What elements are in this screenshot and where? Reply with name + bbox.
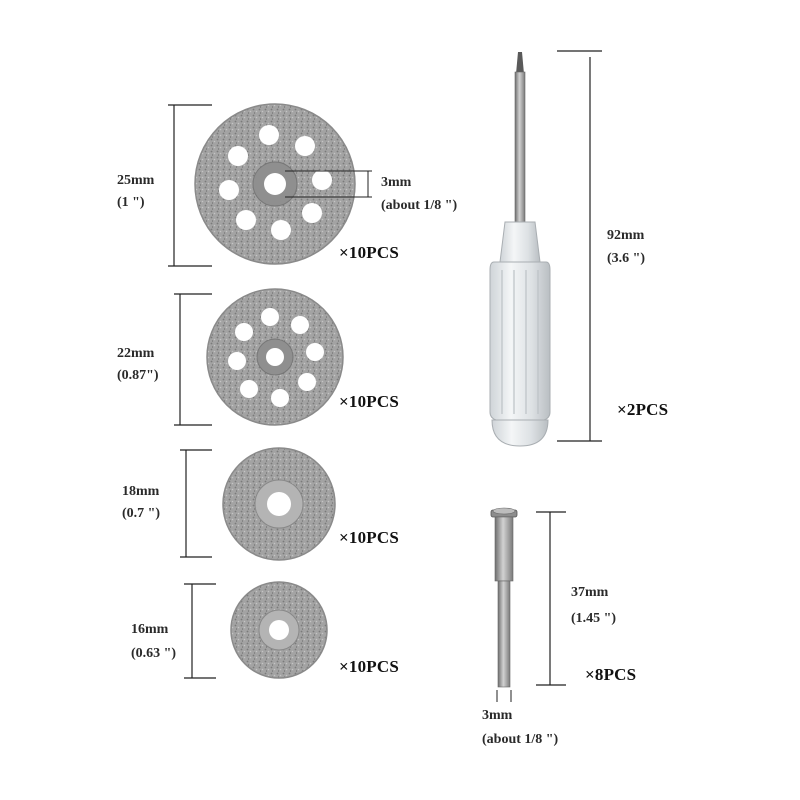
disc-22mm (206, 288, 344, 426)
screwdriver-length-in: (3.6 ") (607, 251, 646, 266)
disc-16mm (230, 581, 328, 679)
mandrel-quantity: ×8PCS (585, 665, 637, 684)
disc-16-size-mm: 16mm (131, 622, 169, 637)
disc-16-size-in: (0.63 ") (131, 646, 177, 661)
disc-25-size-mm: 25mm (117, 173, 155, 188)
dimension-line-92mm (557, 50, 602, 442)
dimension-line-16mm (184, 583, 216, 679)
disc-18-quantity: ×10PCS (339, 528, 400, 547)
vent-holes (228, 308, 324, 407)
mandrel-length-in: (1.45 ") (571, 611, 617, 626)
disc-25-size-in: (1 ") (117, 195, 145, 210)
screwdriver-length-mm: 92mm (607, 228, 645, 243)
mandrel (490, 507, 518, 688)
vent-holes (219, 125, 332, 240)
disc-18mm (222, 447, 336, 561)
mandrel-length-mm: 37mm (571, 585, 609, 600)
disc-18-size-mm: 18mm (122, 484, 160, 499)
disc-25-arbor-mm: 3mm (381, 175, 412, 190)
disc-25-arbor-in: (about 1/8 ") (381, 198, 458, 213)
screwdriver (489, 52, 551, 447)
dimension-line-37mm (536, 511, 566, 686)
disc-25-quantity: ×10PCS (339, 243, 400, 262)
dimension-line-shank-3mm (496, 690, 512, 702)
dimension-line-25mm (168, 104, 212, 267)
mandrel-shank-mm: 3mm (482, 708, 513, 723)
disc-22-size-in: (0.87") (117, 368, 159, 383)
disc-25mm (194, 103, 356, 265)
screwdriver-quantity: ×2PCS (617, 400, 669, 419)
disc-22-quantity: ×10PCS (339, 392, 400, 411)
dimension-line-18mm (180, 449, 212, 558)
disc-18-size-in: (0.7 ") (122, 506, 161, 521)
disc-22-size-mm: 22mm (117, 346, 155, 361)
dimension-line-22mm (174, 293, 212, 426)
dimension-line-arbor-3mm (285, 170, 372, 198)
disc-16-quantity: ×10PCS (339, 657, 400, 676)
mandrel-shank-in: (about 1/8 ") (482, 732, 559, 747)
